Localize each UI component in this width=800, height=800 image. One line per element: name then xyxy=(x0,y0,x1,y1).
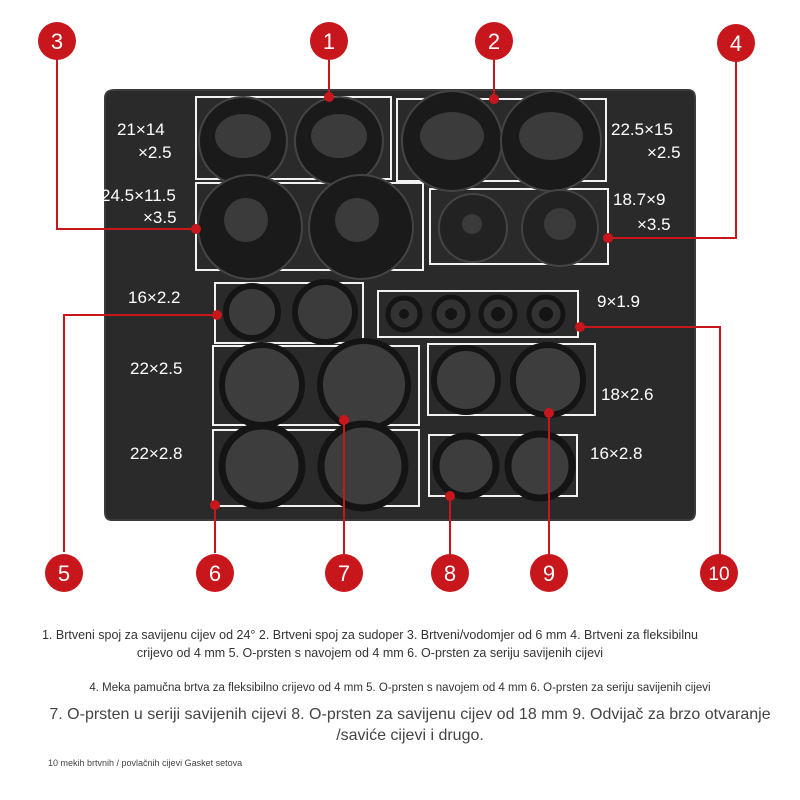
seal-group-2 xyxy=(401,90,602,192)
seal-group-6 xyxy=(218,420,409,512)
marker-7: 7 xyxy=(325,554,363,592)
svg-text:6: 6 xyxy=(209,561,221,586)
size-label-3a: 24.5×11.5 xyxy=(101,186,176,205)
svg-text:8: 8 xyxy=(444,561,456,586)
svg-text:2: 2 xyxy=(488,29,500,54)
marker-5: 5 xyxy=(45,554,83,592)
seal-group-10 xyxy=(385,294,566,334)
svg-text:4: 4 xyxy=(730,31,742,56)
marker-9: 9 xyxy=(530,554,568,592)
size-label-4a: 18.7×9 xyxy=(613,190,665,209)
marker-8: 8 xyxy=(431,554,469,592)
description-line-1: 1. Brtveni spoj za savijenu cijev od 24°… xyxy=(41,628,698,660)
seal-group-3 xyxy=(197,174,414,280)
seal-group-7 xyxy=(219,338,411,432)
seal-box-2 xyxy=(396,98,607,182)
leader-lines xyxy=(56,58,737,555)
size-label-5: 16×2.2 xyxy=(128,288,180,307)
marker-3: 3 xyxy=(38,22,76,60)
seal-group-1 xyxy=(198,96,384,186)
size-label-2a: 22.5×15 xyxy=(611,120,673,139)
size-label-7: 22×2.5 xyxy=(130,359,182,378)
size-label-1b: ×2.5 xyxy=(138,143,172,162)
svg-text:1: 1 xyxy=(323,29,335,54)
size-label-8: 16×2.8 xyxy=(590,444,642,463)
size-label-4b: ×3.5 xyxy=(637,215,671,234)
leader-dots xyxy=(191,92,613,510)
seal-group-8 xyxy=(432,430,576,502)
marker-1: 1 xyxy=(310,22,348,60)
seal-box-4 xyxy=(429,188,609,265)
svg-text:7: 7 xyxy=(338,561,350,586)
svg-text:5: 5 xyxy=(58,561,70,586)
size-label-1a: 21×14 xyxy=(117,120,165,139)
seal-box-9 xyxy=(427,343,596,416)
size-label-10: 9×1.9 xyxy=(597,292,640,311)
seal-box-8 xyxy=(428,434,578,497)
seal-box-6 xyxy=(212,429,420,507)
seal-box-7 xyxy=(212,345,420,426)
size-label-3b: ×3.5 xyxy=(143,208,177,227)
seal-group-5 xyxy=(223,279,358,345)
svg-text:10: 10 xyxy=(708,564,729,585)
marker-2: 2 xyxy=(475,22,513,60)
marker-10: 10 xyxy=(700,554,738,592)
description-line-2: 4. Meka pamučna brtva za fleksibilno cri… xyxy=(89,682,711,694)
size-label-2b: ×2.5 xyxy=(647,143,681,162)
footer-caption: 10 mekih brtvnih / povlačnih cijevi Gask… xyxy=(48,758,243,768)
seal-box-10 xyxy=(377,290,579,338)
svg-text:3: 3 xyxy=(51,29,63,54)
seal-group-4 xyxy=(438,189,599,267)
marker-4: 4 xyxy=(717,24,755,62)
size-label-6: 22×2.8 xyxy=(130,444,182,463)
svg-text:9: 9 xyxy=(543,561,555,586)
marker-6: 6 xyxy=(196,554,234,592)
description-line-3: 7. O-prsten u seriji savijenih cijevi 8.… xyxy=(49,706,771,744)
seal-box-1 xyxy=(195,96,392,180)
size-label-9: 18×2.6 xyxy=(601,385,653,404)
